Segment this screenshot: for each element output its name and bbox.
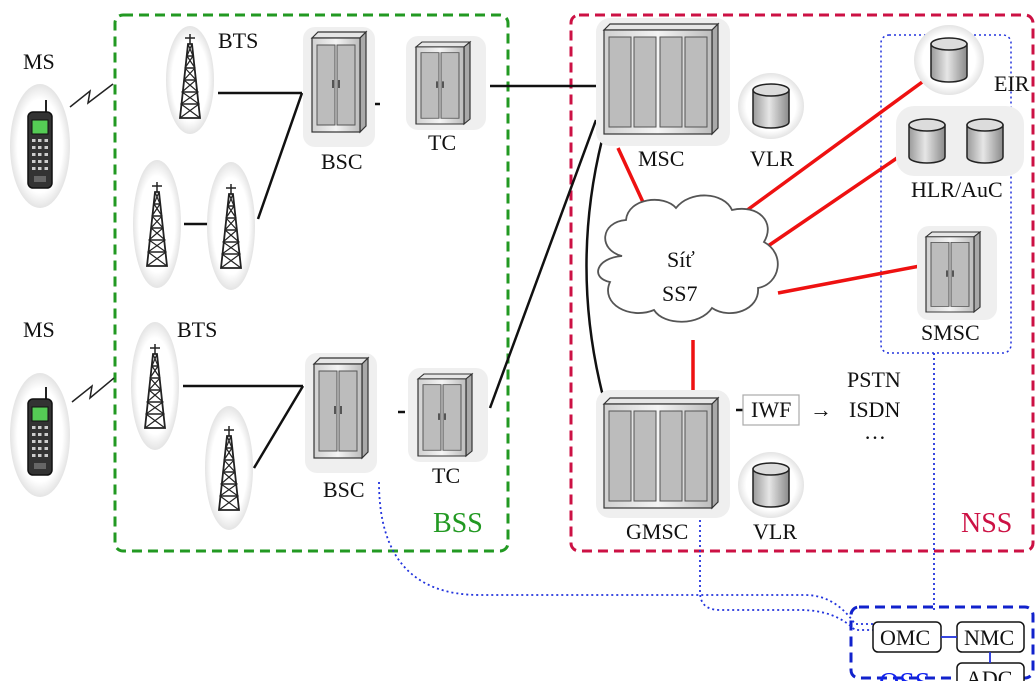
bts-tower-1 (166, 26, 214, 134)
ss7-cloud (597, 194, 779, 323)
vlr-bottom-db (738, 452, 804, 518)
ss7-links (616, 78, 927, 390)
ms-top-label: MS (23, 49, 55, 74)
ms-top (10, 84, 70, 208)
radio-link-bottom (71, 377, 115, 403)
nmc-label: NMC (964, 625, 1014, 650)
oss-links (378, 353, 935, 631)
isdn-label: ISDN (849, 397, 900, 422)
bsc-bottom-label: BSC (323, 477, 365, 502)
eir-db (914, 25, 984, 95)
hlr-auc-label: HLR/AuC (911, 177, 1003, 202)
oss-region (849, 605, 1035, 680)
gmsc-cabinet (596, 390, 730, 518)
bss-region-label: BSS (433, 508, 483, 539)
tc-top-cabinet (406, 36, 486, 130)
bts-tower-5 (205, 406, 253, 530)
msc-cabinet (596, 18, 730, 146)
smsc-cabinet (917, 226, 997, 320)
tc-bottom-label: TC (432, 463, 460, 488)
bts-tower-4 (131, 322, 179, 450)
iwf-arrow: → (810, 397, 832, 422)
ss7-cloud-line2: SS7 (662, 281, 697, 306)
eir-label: EIR (994, 71, 1030, 96)
bts-bottom-label: BTS (177, 317, 217, 342)
bts-tower-3 (207, 162, 255, 290)
adc-label: ADC (966, 666, 1012, 681)
ss7-cloud-line1: Síť (667, 247, 695, 272)
vlr-bottom-label: VLR (753, 519, 797, 544)
nss-region-label: NSS (961, 508, 1012, 539)
bsc-top-cabinet (303, 27, 375, 147)
bts-tower-2 (133, 160, 181, 288)
tc-top-label: TC (428, 130, 456, 155)
smsc-label: SMSC (921, 320, 980, 345)
bts-top-label: BTS (218, 28, 258, 53)
vlr-top-db (738, 73, 804, 139)
tc-bottom-cabinet (408, 368, 488, 462)
ellipsis-label: … (864, 419, 886, 444)
msc-label: MSC (638, 146, 684, 171)
bsc-bottom-cabinet (305, 353, 377, 473)
vlr-top-label: VLR (750, 146, 794, 171)
omc-label: OMC (880, 625, 930, 650)
ms-bottom (10, 373, 70, 497)
bsc-top-label: BSC (321, 149, 363, 174)
ms-bottom-label: MS (23, 317, 55, 342)
iwf-box (742, 394, 800, 426)
oss-region-label: OSS (879, 668, 930, 681)
pstn-label: PSTN (847, 367, 901, 392)
bss-region (113, 13, 510, 553)
iwf-label: IWF (751, 397, 791, 422)
gmsc-label: GMSC (626, 519, 688, 544)
hlr-auc-db (896, 106, 1024, 176)
black-links (183, 84, 743, 469)
radio-link-top (69, 83, 114, 108)
